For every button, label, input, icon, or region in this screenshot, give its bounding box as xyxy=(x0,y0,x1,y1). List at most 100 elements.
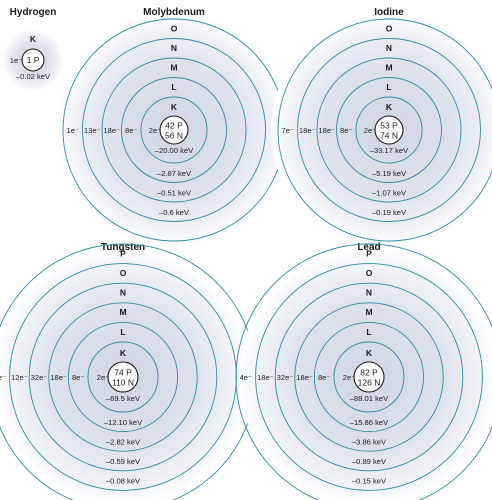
tungsten-shell-label-k: K xyxy=(120,348,127,358)
molybdenum-shell-electrons-o: 1e⁻ xyxy=(67,126,79,135)
tungsten-shell-energy-o: –0.08 keV xyxy=(106,477,141,486)
lead-shell-label-n: N xyxy=(366,288,372,298)
iodine-title: Iodine xyxy=(374,7,404,18)
lead-nucleus-neutrons: 126 N xyxy=(358,378,381,388)
tungsten-shell-electrons-m: 18e⁻ xyxy=(50,373,67,382)
lead-shell-electrons-m: 18e⁻ xyxy=(296,373,313,382)
tungsten-shell-energy-n: –0.59 keV xyxy=(106,457,141,466)
lead-shell-energy-l: –15.86 keV xyxy=(350,418,389,427)
tungsten-shell-energy-k: –69.5 keV xyxy=(106,394,141,403)
tungsten-shell-energy-m: –2.82 keV xyxy=(106,437,141,446)
lead-shell-energy-k: –88.01 keV xyxy=(350,394,389,403)
molybdenum-shell-electrons-m: 18e⁻ xyxy=(103,126,120,135)
lead-shell-electrons-k: 2e⁻ xyxy=(343,373,355,382)
tungsten-shell-label-n: N xyxy=(120,288,126,298)
lead-nucleus-protons: 82 P xyxy=(360,368,378,378)
iodine-shell-label-l: L xyxy=(386,82,391,92)
molybdenum-shell-label-l: L xyxy=(171,82,176,92)
tungsten-shell-electrons-k: 2e⁻ xyxy=(97,373,109,382)
iodine-shell-electrons-l: 8e⁻ xyxy=(340,126,352,135)
molybdenum-shell-energy-l: –2.87 keV xyxy=(157,169,192,178)
molybdenum-nucleus xyxy=(159,115,189,145)
molybdenum-shell-energy-n: –0.6 keV xyxy=(159,208,190,217)
molybdenum-shell-label-k: K xyxy=(171,102,178,112)
hydrogen-shell-electrons-k: 1e⁻ xyxy=(10,56,22,65)
iodine-shell-energy-k: –33.17 keV xyxy=(370,146,409,155)
tungsten-shell-ring-l xyxy=(67,321,179,433)
molybdenum-shell-ring-n xyxy=(82,38,266,222)
lead-shell-label-m: M xyxy=(365,307,372,317)
lead-shell-ring-p xyxy=(235,243,492,500)
tungsten-shell-label-l: L xyxy=(120,327,125,337)
molybdenum-shell-label-n: N xyxy=(171,43,177,53)
iodine-shell-label-m: M xyxy=(385,62,392,72)
lead-shell-label-p: P xyxy=(366,248,372,258)
molybdenum-nucleus-neutrons: 56 N xyxy=(165,131,183,141)
iodine-shell-ring-m xyxy=(316,57,462,203)
tungsten-shell-electrons-n: 32e⁻ xyxy=(31,373,48,382)
lead-shell-ring-l xyxy=(313,321,425,433)
iodine-shell-label-o: O xyxy=(386,23,393,33)
molybdenum-shell-ring-k xyxy=(140,96,208,164)
lead-shell-electrons-l: 8e⁻ xyxy=(318,373,330,382)
molybdenum-shell-energy-k: –20.00 keV xyxy=(155,146,194,155)
iodine-shell-electrons-k: 2e⁻ xyxy=(364,126,376,135)
iodine-shell-electrons-n: 18e⁻ xyxy=(299,126,316,135)
molybdenum-shell-label-m: M xyxy=(170,62,177,72)
tungsten-shell-ring-k xyxy=(87,341,159,413)
lead-shell-energy-m: –3.86 keV xyxy=(352,437,387,446)
iodine-shell-energy-n: –0.19 keV xyxy=(372,208,407,217)
tungsten-shell-electrons-o: 12e⁻ xyxy=(11,373,28,382)
lead-shell-energy-n: –0.89 keV xyxy=(352,457,387,466)
lead-title: Lead xyxy=(357,242,380,253)
molybdenum-shell-ring-l xyxy=(121,77,227,183)
lead-shell-electrons-p: 4e⁻ xyxy=(240,373,252,382)
hydrogen-nucleus-protons: 1 P xyxy=(27,55,40,65)
tungsten-shell-ring-n xyxy=(28,282,218,472)
molybdenum-shell-electrons-k: 2e⁻ xyxy=(149,126,161,135)
molybdenum-shell-ring-m xyxy=(101,57,247,203)
lead-shell-label-o: O xyxy=(366,268,373,278)
lead-shell-ring-m xyxy=(294,302,444,452)
molybdenum-title: Molybdenum xyxy=(143,7,205,18)
hydrogen-shell-energy-k: –0.02 keV xyxy=(16,72,51,81)
iodine-shell-label-k: K xyxy=(386,102,393,112)
lead-shell-ring-o xyxy=(255,263,483,491)
lead-nucleus xyxy=(353,361,385,393)
lead-shell-ring-k xyxy=(333,341,405,413)
hydrogen-nucleus xyxy=(21,48,45,72)
tungsten-title: Tungsten xyxy=(101,242,145,253)
iodine-shell-ring-o xyxy=(277,18,492,242)
tungsten-nucleus xyxy=(107,361,139,393)
iodine-nucleus-protons: 53 P xyxy=(380,121,398,131)
atom-hydrogen: Hydrogen 1 P K 1e⁻ –0.02 keV xyxy=(2,7,64,91)
molybdenum-nucleus-protons: 42 P xyxy=(165,121,183,131)
iodine-shell-ring-l xyxy=(336,77,442,183)
lead-shell-electrons-n: 32e⁻ xyxy=(277,373,294,382)
tungsten-shell-label-p: P xyxy=(120,248,126,258)
iodine-shell-ring-k xyxy=(355,96,423,164)
tungsten-shell-electrons-p: 2e⁻ xyxy=(0,373,6,382)
lead-shell-energy-o: –0.15 keV xyxy=(352,477,387,486)
tungsten-shell-label-m: M xyxy=(119,307,126,317)
tungsten-shell-label-o: O xyxy=(120,268,127,278)
tungsten-nucleus-neutrons: 110 N xyxy=(112,378,134,388)
iodine-shell-electrons-m: 18e⁻ xyxy=(318,126,335,135)
tungsten-shell-energy-l: –12.10 keV xyxy=(104,418,143,427)
iodine-shell-energy-l: –5.19 keV xyxy=(372,169,407,178)
iodine-nucleus xyxy=(374,115,404,145)
molybdenum-shell-electrons-n: 13e⁻ xyxy=(84,126,101,135)
tungsten-nucleus-protons: 74 P xyxy=(114,368,132,378)
lead-shell-ring-n xyxy=(274,282,464,472)
hydrogen-shell-label-k: K xyxy=(30,34,37,44)
molybdenum-shell-energy-m: –0.51 keV xyxy=(157,188,192,197)
iodine-shell-ring-n xyxy=(297,38,481,222)
hydrogen-title: Hydrogen xyxy=(10,7,57,18)
lead-shell-label-k: K xyxy=(366,348,373,358)
